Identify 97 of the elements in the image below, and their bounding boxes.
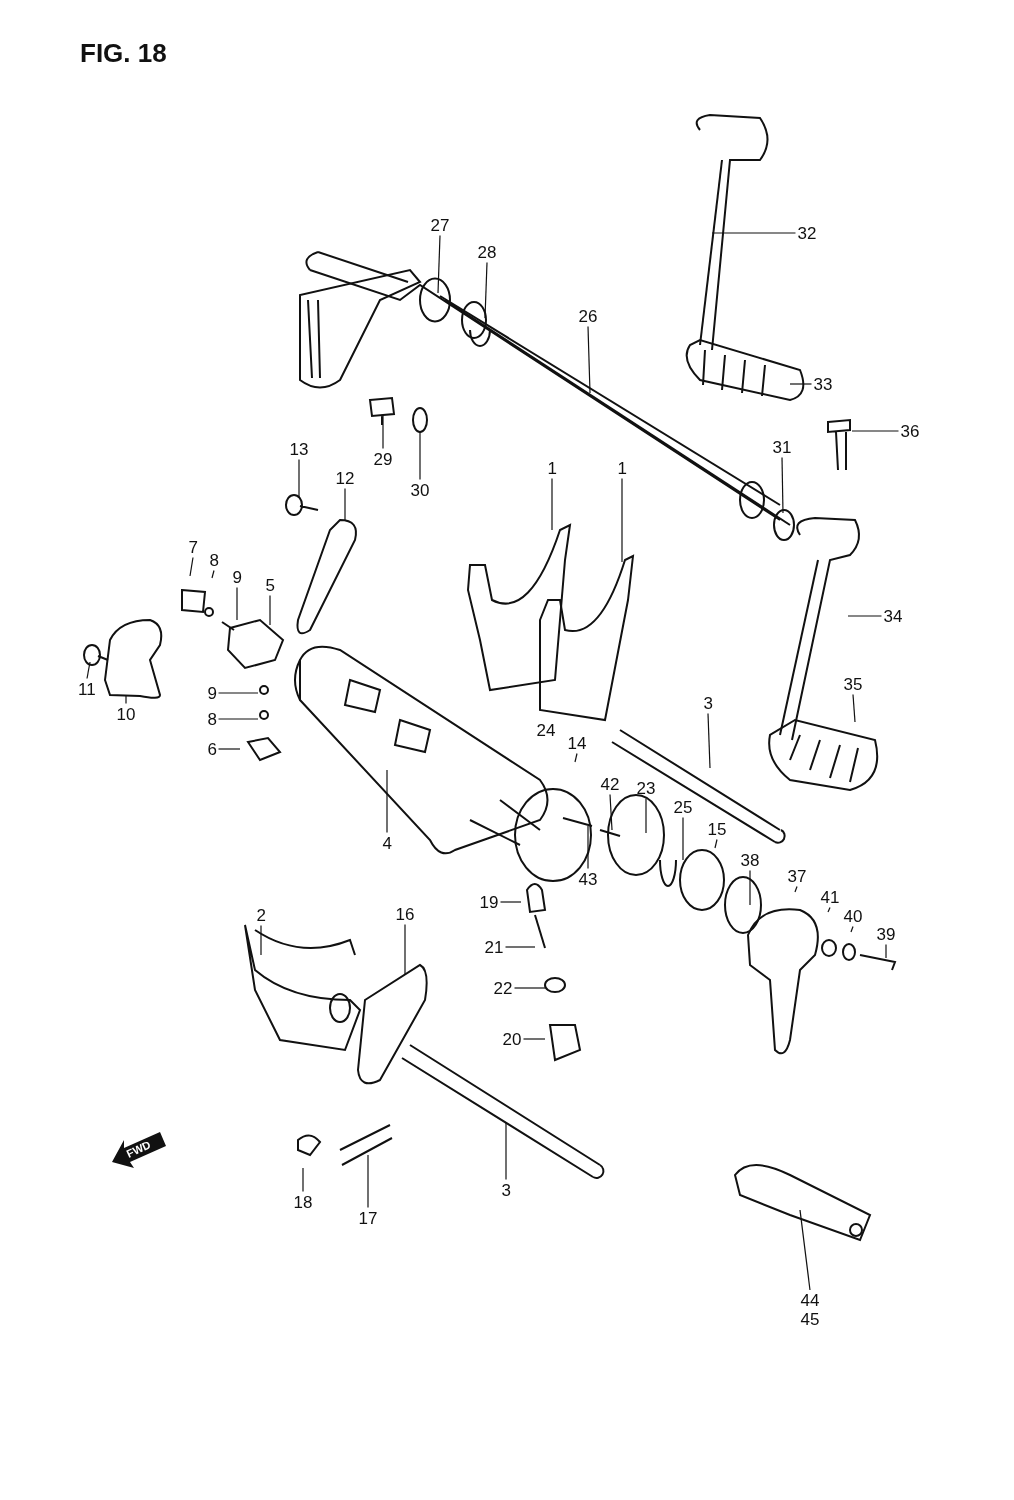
leader-line [850, 925, 854, 933]
leader-line [847, 615, 883, 617]
leader-line [211, 569, 215, 579]
callout-number: 5 [265, 575, 275, 595]
callout-number: 29 [373, 449, 393, 469]
callout-number: 3 [501, 1180, 511, 1200]
leader-line [505, 1121, 507, 1181]
callout-number: 27 [430, 215, 450, 235]
callout-number: 31 [772, 437, 792, 457]
leader-line [86, 661, 91, 680]
callout-number: 44 45 [800, 1291, 820, 1329]
leader-line [386, 769, 388, 834]
callout-number: 15 [707, 819, 727, 839]
leader-line [621, 477, 623, 563]
leader-line [504, 946, 536, 948]
leader-line [437, 234, 441, 294]
leader-line [551, 477, 553, 531]
callout-number: 12 [335, 468, 355, 488]
leader-line [707, 712, 711, 769]
direction-label: FWD [124, 1138, 153, 1160]
leader-line [714, 838, 718, 849]
callout-number: 4 [382, 833, 392, 853]
leader-line [789, 383, 813, 385]
leader-line [499, 901, 522, 903]
leader-line [711, 232, 797, 234]
callout-number: 8 [209, 550, 219, 570]
callout-number: 1 [547, 458, 557, 478]
leader-line [852, 693, 856, 723]
leader-line [851, 430, 900, 432]
leader-line [513, 987, 546, 989]
leader-line [269, 594, 271, 626]
callout-number: 43 [578, 869, 598, 889]
leader-line [587, 825, 589, 870]
leader-line [217, 692, 259, 694]
callout-number: 19 [479, 892, 499, 912]
callout-number: 8 [207, 709, 217, 729]
leader-line [217, 748, 241, 750]
callout-number: 33 [813, 374, 833, 394]
figure-title: FIG. 18 [80, 38, 167, 69]
callout-number: 13 [289, 439, 309, 459]
leader-line [522, 1038, 546, 1040]
callout-number: 22 [493, 978, 513, 998]
leader-line [749, 869, 751, 906]
leader-line [781, 456, 784, 514]
leader-line [125, 695, 127, 705]
callout-number: 3 [703, 693, 713, 713]
callout-number: 36 [900, 421, 920, 441]
callout-number: 40 [843, 906, 863, 926]
leader-line [885, 943, 887, 959]
callout-number: 34 [883, 606, 903, 626]
callout-number: 38 [740, 850, 760, 870]
leader-line [367, 1154, 369, 1209]
callout-number: 2 [256, 905, 266, 925]
leader-line [189, 556, 194, 577]
callout-number: 35 [843, 674, 863, 694]
callout-number: 1 [617, 458, 627, 478]
leader-line [217, 718, 259, 720]
leader-line [827, 906, 831, 913]
callout-number: 6 [207, 739, 217, 759]
leader-line [645, 797, 647, 834]
leader-line [302, 1167, 304, 1193]
callout-number: 9 [232, 567, 242, 587]
callout-number: 18 [293, 1192, 313, 1212]
callout-number: 14 [567, 733, 587, 753]
callout-number: 11 [78, 679, 96, 699]
leader-line [404, 923, 406, 976]
callout-number: 23 [636, 778, 656, 798]
callout-number: 21 [484, 937, 504, 957]
leader-line [298, 458, 300, 499]
callout-number: 20 [502, 1029, 522, 1049]
callout-number: 41 [820, 887, 840, 907]
leader-line [236, 586, 238, 621]
callout-number: 16 [395, 904, 415, 924]
leader-line [484, 261, 488, 319]
callout-number: 26 [578, 306, 598, 326]
leader-line [382, 414, 384, 450]
leader-line [794, 885, 798, 893]
leader-line [419, 431, 421, 481]
callout-number: 24 [536, 720, 556, 740]
leader-line [609, 793, 613, 831]
leader-line [574, 752, 578, 763]
callout-number: 9 [207, 683, 217, 703]
leader-line [344, 487, 346, 521]
callout-number: 10 [116, 704, 136, 724]
leader-line [682, 816, 684, 861]
callout-number: 28 [477, 242, 497, 262]
callout-number: 7 [188, 537, 198, 557]
callout-number: 39 [876, 924, 896, 944]
callout-number: 42 [600, 774, 620, 794]
leader-line [260, 924, 262, 956]
leader-line [799, 1209, 811, 1291]
callout-number: 37 [787, 866, 807, 886]
callout-number: 25 [673, 797, 693, 817]
callout-number: 17 [358, 1208, 378, 1228]
callout-number: 30 [410, 480, 430, 500]
callout-number: 32 [797, 223, 817, 243]
leader-line [587, 325, 591, 394]
